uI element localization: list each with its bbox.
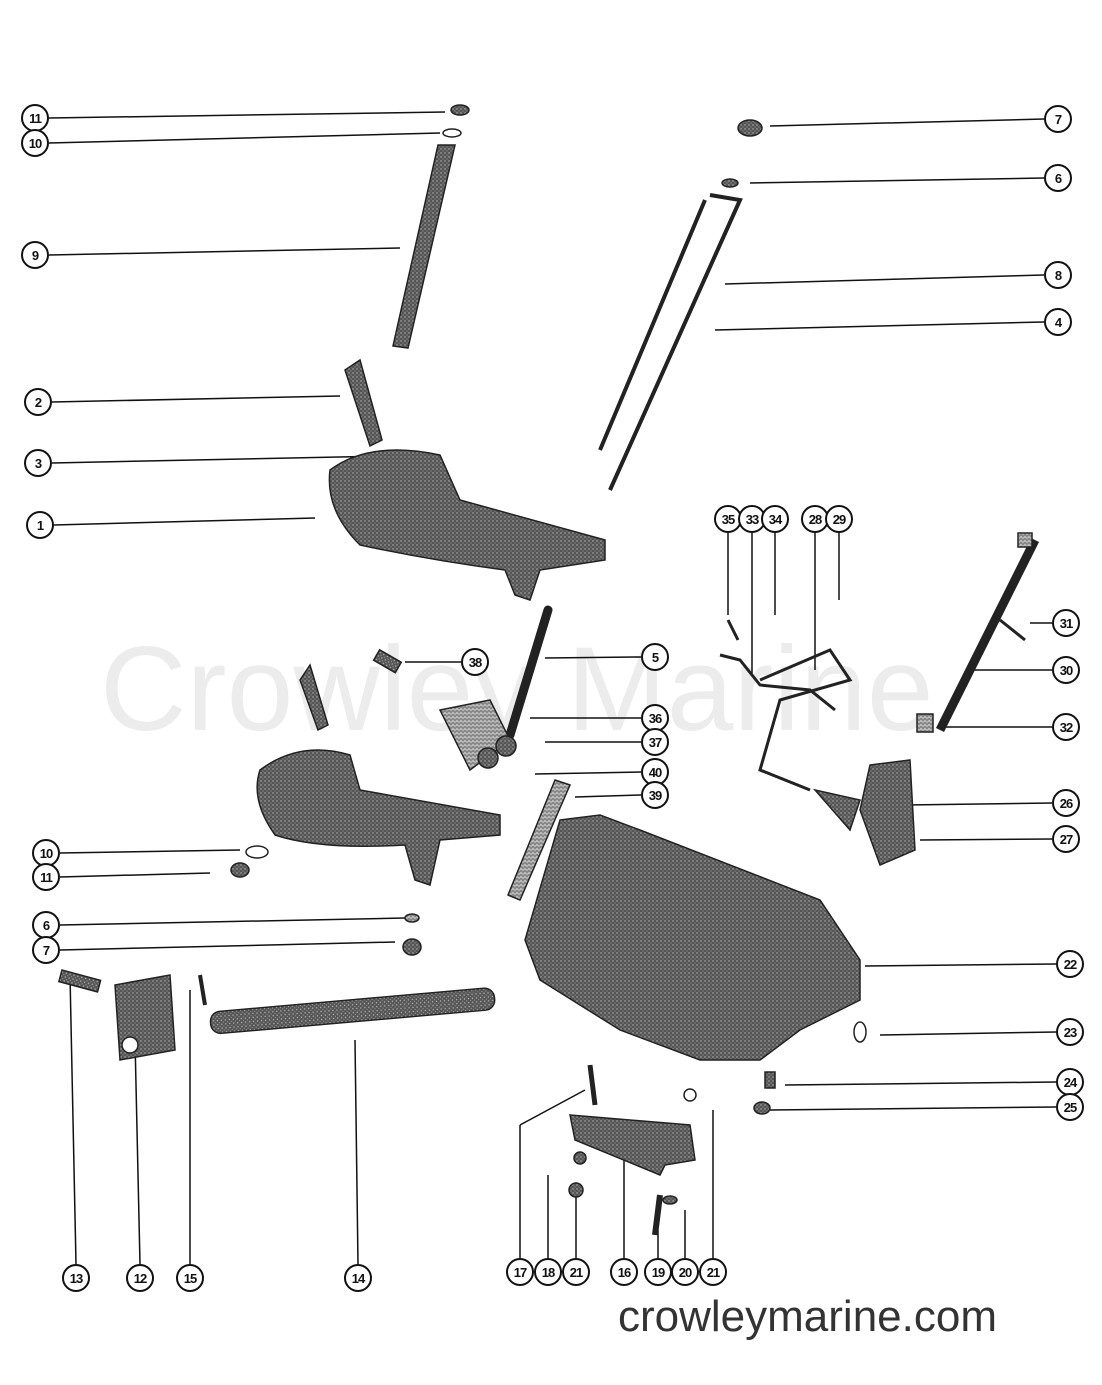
part-callout-21: 21 xyxy=(699,1258,727,1286)
part-callout-27: 27 xyxy=(1052,825,1080,853)
part-callout-29: 29 xyxy=(825,505,853,533)
part-callout-32: 32 xyxy=(1052,713,1080,741)
part-callout-39: 39 xyxy=(641,781,669,809)
part-callout-37: 37 xyxy=(641,728,669,756)
part-callout-10: 10 xyxy=(21,129,49,157)
part-callout-34: 34 xyxy=(761,505,789,533)
part-callout-20: 20 xyxy=(671,1258,699,1286)
part-callout-11: 11 xyxy=(21,104,49,132)
part-callout-10: 10 xyxy=(32,839,60,867)
part-callout-35: 35 xyxy=(714,505,742,533)
part-callout-8: 8 xyxy=(1044,261,1072,289)
part-callout-7: 7 xyxy=(32,936,60,964)
part-callout-16: 16 xyxy=(610,1258,638,1286)
part-callout-9: 9 xyxy=(21,241,49,269)
part-callout-4: 4 xyxy=(1044,308,1072,336)
part-callout-1: 1 xyxy=(26,511,54,539)
part-callout-6: 6 xyxy=(32,911,60,939)
part-callout-36: 36 xyxy=(641,704,669,732)
part-callout-17: 17 xyxy=(506,1258,534,1286)
part-callout-14: 14 xyxy=(344,1264,372,1292)
part-callout-19: 19 xyxy=(644,1258,672,1286)
part-callout-3: 3 xyxy=(24,449,52,477)
leader-lines xyxy=(48,111,1057,1265)
part-callout-5: 5 xyxy=(641,643,669,671)
parts xyxy=(57,104,1040,1236)
part-callout-7: 7 xyxy=(1044,105,1072,133)
part-callout-38: 38 xyxy=(461,648,489,676)
part-callout-6: 6 xyxy=(1044,164,1072,192)
part-callout-30: 30 xyxy=(1052,656,1080,684)
part-callout-25: 25 xyxy=(1056,1093,1084,1121)
part-callout-12: 12 xyxy=(126,1264,154,1292)
part-callout-18: 18 xyxy=(534,1258,562,1286)
part-callout-13: 13 xyxy=(62,1264,90,1292)
part-callout-23: 23 xyxy=(1056,1018,1084,1046)
part-callout-26: 26 xyxy=(1052,789,1080,817)
part-callout-22: 22 xyxy=(1056,950,1084,978)
part-callout-24: 24 xyxy=(1056,1068,1084,1096)
part-callout-2: 2 xyxy=(24,388,52,416)
part-callout-15: 15 xyxy=(176,1264,204,1292)
footer-url[interactable]: crowleymarine.com xyxy=(618,1292,997,1341)
part-callout-11: 11 xyxy=(32,863,60,891)
part-callout-21: 21 xyxy=(562,1258,590,1286)
part-callout-31: 31 xyxy=(1052,609,1080,637)
